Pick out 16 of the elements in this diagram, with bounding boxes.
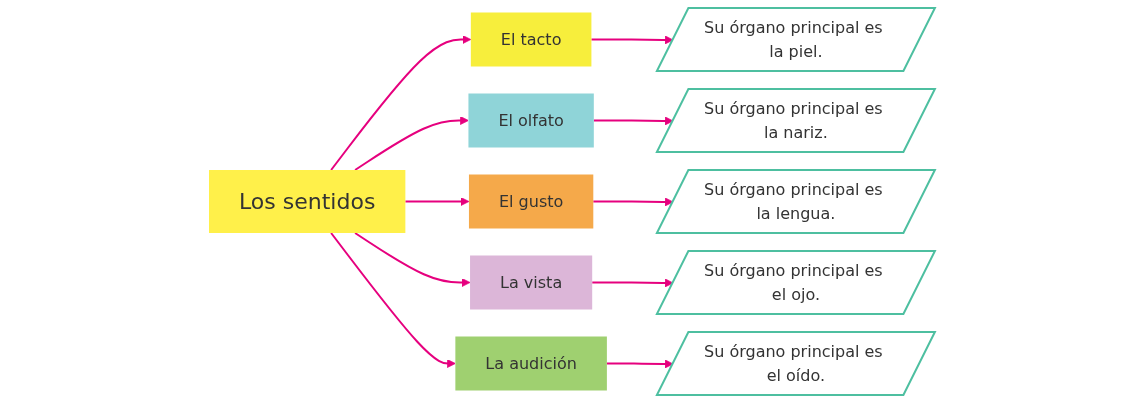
arrow [329,232,456,368]
arrow [589,35,674,45]
arrow [591,197,674,207]
node-box: La audición [454,336,607,391]
node-box: El olfato [468,93,594,148]
arrow [353,116,469,171]
node-box: El tacto [470,12,591,67]
arrow [590,278,674,288]
node-box: La vista [469,255,592,310]
arrow [329,35,471,171]
arrow [592,116,674,126]
arrow [353,232,470,287]
arrow [605,359,674,369]
node-box: Los sentidos [208,170,405,233]
arrow [403,197,469,206]
node-box: El gusto [468,174,593,229]
